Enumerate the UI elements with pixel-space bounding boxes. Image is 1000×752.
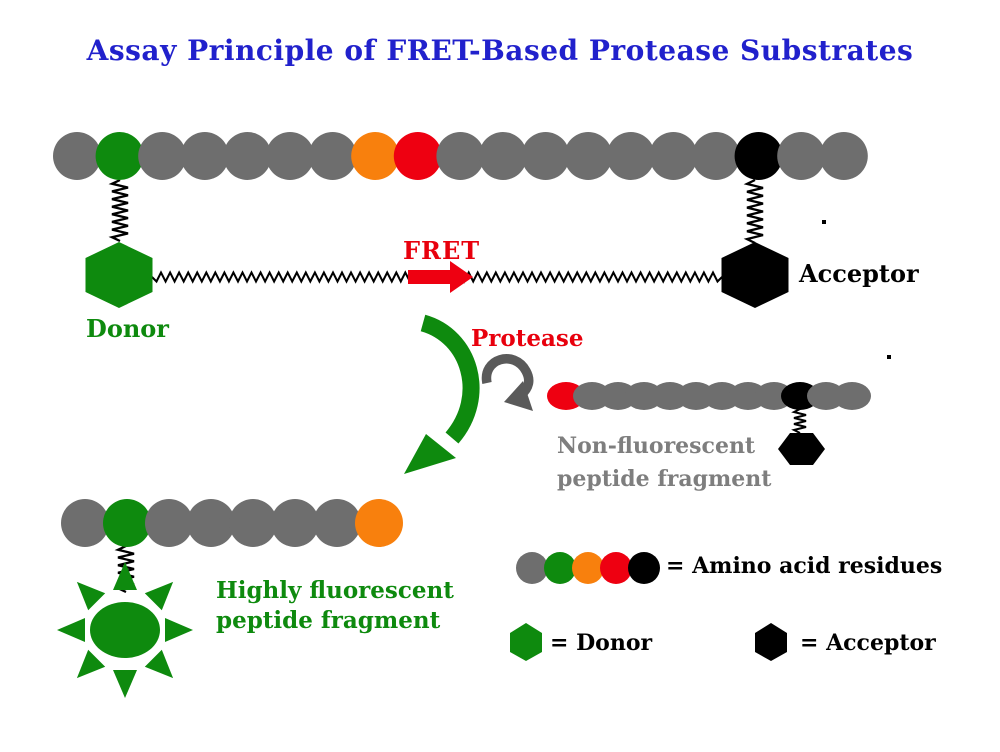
substrate-residue-13-gray xyxy=(564,132,613,180)
protease-arrow-curve xyxy=(481,354,534,399)
legend-amino-acid-label: = Amino acid residues xyxy=(666,553,943,579)
legend-acceptor-label: = Acceptor xyxy=(800,630,936,656)
nonfluorescent-fragment-label-line2: peptide fragment xyxy=(557,466,772,492)
legend_residues-residue-4-red xyxy=(600,552,632,584)
substrate-residue-19-gray xyxy=(819,132,868,180)
fret-label: FRET xyxy=(403,236,481,265)
protease-arrowhead xyxy=(504,381,533,411)
substrate-residue-17-black xyxy=(734,132,783,180)
fluorescence-ray xyxy=(113,562,137,590)
legend_residues-residue-2-green xyxy=(544,552,576,584)
nonfluorescent_fragment-residue-1-red xyxy=(547,382,585,410)
substrate-residue-9-red xyxy=(393,132,442,180)
fluorescence-core xyxy=(90,602,160,658)
fluorescence-ray xyxy=(57,618,85,642)
fluorescence-ray xyxy=(76,649,106,679)
fluorescence-ray xyxy=(113,670,137,698)
fluorescent_fragment-residue-4-gray xyxy=(187,499,235,547)
nonfluorescent-fragment-chain xyxy=(547,382,871,410)
fluorescence-ray xyxy=(165,618,193,642)
substrate-residue-7-gray xyxy=(308,132,357,180)
stray-dot-2 xyxy=(887,355,891,359)
fluorescent_fragment-residue-6-gray xyxy=(271,499,319,547)
legend_residues-residue-5-black xyxy=(628,552,660,584)
legend_residues-residue-1-gray xyxy=(516,552,548,584)
substrate-residue-10-gray xyxy=(436,132,485,180)
fluorescence-burst xyxy=(57,562,193,698)
cleavage-arrow-curve xyxy=(420,314,480,444)
nonfluorescent_fragment-residue-11-gray xyxy=(807,382,845,410)
fluorescence-ray xyxy=(144,581,174,611)
fluorescence-ray xyxy=(144,649,174,679)
fret-arrow xyxy=(408,261,473,293)
fluorescent_fragment-residue-2-green xyxy=(103,499,151,547)
fluorescent_fragment-residue-7-gray xyxy=(313,499,361,547)
legend_residues-residue-3-orange xyxy=(572,552,604,584)
substrate-residue-2-green xyxy=(95,132,144,180)
stray-dot-1 xyxy=(822,220,826,224)
substrate-residue-4-gray xyxy=(180,132,229,180)
substrate-residue-1-gray xyxy=(53,132,101,180)
nonfluorescent_fragment-residue-3-gray xyxy=(599,382,637,410)
substrate-residue-12-gray xyxy=(521,132,570,180)
acceptor-label: Acceptor xyxy=(799,259,919,288)
nonfluorescent-fragment-label: Non-fluorescent peptide fragment xyxy=(557,430,771,496)
nonfluorescent_fragment-residue-9-gray xyxy=(755,382,793,410)
substrate-residue-15-gray xyxy=(649,132,698,180)
small-acceptor-spring-linker xyxy=(791,408,807,434)
legend-donor-hexagon xyxy=(510,623,542,661)
substrate-residue-14-gray xyxy=(606,132,655,180)
legend-donor-label: = Donor xyxy=(550,630,653,656)
protease-label: Protease xyxy=(471,325,584,352)
nonfluorescent-fragment-label-line1: Non-fluorescent xyxy=(557,433,756,459)
cleavage-arrowhead xyxy=(404,434,456,474)
nonfluorescent_fragment-residue-5-gray xyxy=(651,382,689,410)
donor-label: Donor xyxy=(86,314,169,343)
small-acceptor-hexagon xyxy=(778,433,825,465)
acceptor-spring-linker xyxy=(743,178,764,245)
substrate-residue-6-gray xyxy=(266,132,314,180)
fluorescence-ray xyxy=(76,581,106,611)
nonfluorescent_fragment-residue-10-black xyxy=(781,382,819,410)
substrate-residue-16-gray xyxy=(692,132,740,180)
diagram-title: Assay Principle of FRET-Based Protease S… xyxy=(86,34,914,67)
fluorescent-fragment-label-line2: peptide fragment xyxy=(216,607,441,634)
legend-residue-swatches xyxy=(516,552,660,584)
substrate-chain xyxy=(53,132,868,180)
substrate-residue-18-gray xyxy=(777,132,826,180)
donor-spring-linker xyxy=(108,178,129,243)
legend-acceptor-hexagon xyxy=(755,623,787,661)
fluorescent_fragment-residue-1-gray xyxy=(61,499,109,547)
nonfluorescent_fragment-residue-4-gray xyxy=(625,382,663,410)
nonfluorescent_fragment-residue-8-gray xyxy=(729,382,767,410)
fluorescent_fragment-residue-5-gray xyxy=(229,499,277,547)
fluorescent-fragment-label: Highly fluorescent peptide fragment xyxy=(216,576,454,636)
fluorescent_fragment-residue-8-orange xyxy=(355,499,403,547)
nonfluorescent_fragment-residue-2-gray xyxy=(573,382,611,410)
substrate-residue-8-orange xyxy=(351,132,400,180)
fluorescent-fragment-chain xyxy=(61,499,403,547)
nonfluorescent_fragment-residue-7-gray xyxy=(703,382,741,410)
nonfluorescent_fragment-residue-6-gray xyxy=(677,382,715,410)
substrate-residue-5-gray xyxy=(223,132,272,180)
substrate-residue-11-gray xyxy=(479,132,527,180)
fluorescent_fragment-residue-3-gray xyxy=(145,499,193,547)
acceptor-hexagon xyxy=(721,242,789,308)
fluorescent-fragment-label-line1: Highly fluorescent xyxy=(216,577,454,604)
nonfluorescent_fragment-residue-12-gray xyxy=(833,382,871,410)
donor-hexagon xyxy=(85,242,153,308)
substrate-residue-3-gray xyxy=(138,132,187,180)
